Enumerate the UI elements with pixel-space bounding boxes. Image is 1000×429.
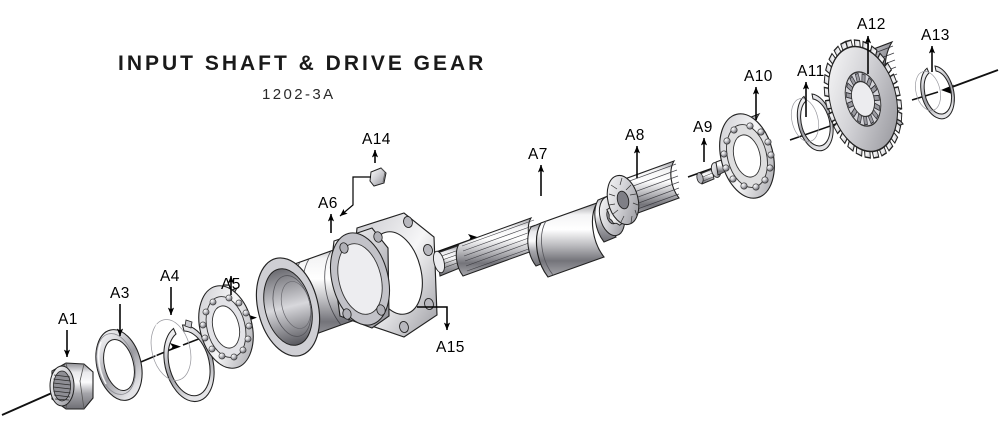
callout-label-a3: A3 bbox=[110, 285, 130, 302]
part-a7-input-shaft bbox=[433, 193, 626, 278]
a5-ball-set bbox=[199, 294, 253, 361]
part-a8-splined-hub-sleeve bbox=[606, 159, 680, 226]
callout-label-a15: A15 bbox=[436, 339, 465, 356]
callout-label-a12: A12 bbox=[857, 16, 886, 33]
callout-label-a1: A1 bbox=[58, 311, 78, 328]
callout-label-a8: A8 bbox=[625, 127, 645, 144]
callout-label-a5: A5 bbox=[221, 276, 241, 293]
leader-a15 bbox=[417, 306, 451, 331]
part-a4-retaining-snap-ring bbox=[150, 319, 215, 403]
part-a12-drive-gear bbox=[823, 39, 904, 159]
a12-splined-bore bbox=[845, 72, 881, 126]
callout-label-a4: A4 bbox=[160, 268, 180, 285]
part-a9-set-bolt bbox=[696, 158, 727, 185]
part-a10-ball-bearing-rear bbox=[719, 112, 775, 199]
part-a13-snap-ring-outer bbox=[915, 65, 955, 120]
part-a3-flat-washer bbox=[95, 329, 143, 401]
leader-a14-attach bbox=[339, 176, 371, 217]
part-a11-snap-ring-inner bbox=[790, 93, 834, 152]
part-a6-bearing-retainer-housing bbox=[255, 212, 438, 357]
callout-label-a13: A13 bbox=[921, 27, 950, 44]
callout-label-a10: A10 bbox=[744, 68, 773, 85]
callout-label-a11: A11 bbox=[797, 63, 825, 80]
part-a5-ball-bearing-front bbox=[198, 285, 254, 369]
callout-label-a7: A7 bbox=[528, 146, 548, 163]
a10-ball-set bbox=[720, 122, 775, 191]
page-title: INPUT SHAFT & DRIVE GEAR bbox=[118, 52, 487, 75]
callout-label-a14: A14 bbox=[362, 131, 391, 148]
part-a1-hex-lock-nut bbox=[49, 362, 94, 410]
part-a14-dowel-pin bbox=[369, 167, 387, 187]
callout-label-a9: A9 bbox=[693, 119, 713, 136]
page-subtitle: 1202-3A bbox=[262, 86, 336, 103]
callout-label-a6: A6 bbox=[318, 195, 338, 212]
callout-leaders bbox=[63, 35, 936, 358]
